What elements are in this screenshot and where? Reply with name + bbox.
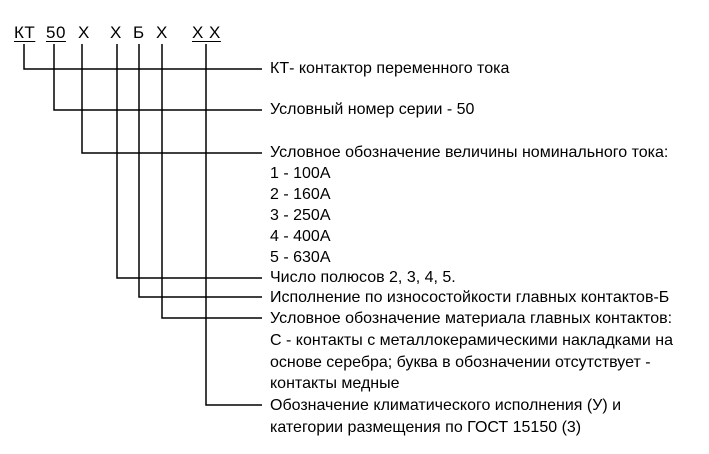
connector-material: [161, 44, 262, 319]
desc-kt: КТ- контактор переменного тока: [270, 60, 510, 77]
connector-kt: [23, 44, 262, 70]
code-wear: Б: [133, 23, 145, 42]
connector-climate: [205, 44, 262, 406]
desc-current-2: 2 - 160А: [270, 186, 331, 203]
desc-poles: Число полюсов 2, 3, 4, 5.: [270, 269, 456, 286]
connector-series: [53, 44, 262, 111]
desc-material-2: С - контакты с металлокерамическими накл…: [270, 332, 674, 349]
desc-material-3: основе серебра; буква в обозначении отсу…: [270, 354, 651, 371]
desc-material-title: Условное обозначение материала главных к…: [270, 310, 673, 327]
desc-series: Условный номер серии - 50: [270, 101, 475, 118]
code-material: Х: [156, 23, 168, 42]
desc-material-4: контакты медные: [270, 375, 400, 392]
desc-climate-1: Обозначение климатического исполнения (У…: [270, 397, 622, 414]
desc-wear: Исполнение по износостойкости главных ко…: [270, 289, 670, 306]
connector-poles: [116, 44, 262, 279]
desc-current-5: 5 - 630А: [270, 249, 331, 266]
code-climate: Х Х: [192, 23, 221, 42]
code-poles: Х: [110, 23, 122, 42]
desc-current-4: 4 - 400А: [270, 228, 331, 245]
desc-climate-2: категории размещения по ГОСТ 15150 (3): [270, 419, 582, 436]
code-current: Х: [78, 23, 90, 42]
code-kt: КТ: [14, 23, 36, 42]
desc-current-3: 3 - 250А: [270, 207, 331, 224]
connector-current: [81, 44, 262, 154]
desc-current-title: Условное обозначение величины номинально…: [270, 144, 669, 161]
connector-wear: [138, 44, 262, 298]
code-series: 50: [46, 23, 66, 42]
desc-current-1: 1 - 100А: [270, 165, 331, 182]
